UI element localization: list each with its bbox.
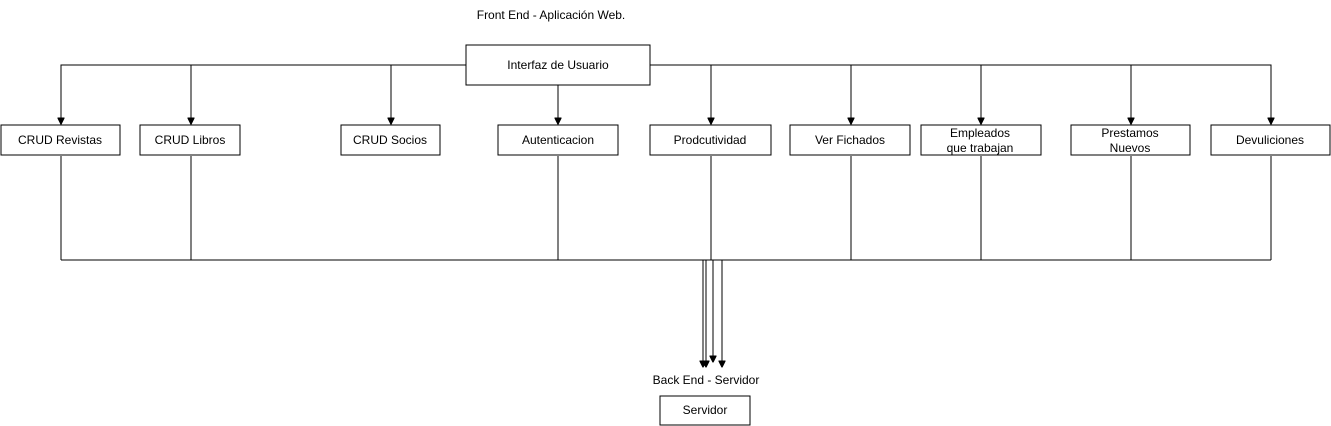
frontend-caption: Front End - Aplicación Web. <box>477 8 626 22</box>
node-autenticacion-label: Autenticacion <box>522 133 594 147</box>
node-empleados[interactable]: Empleados que trabajan <box>920 124 1042 156</box>
node-prestamos-label-1: Prestamos <box>1101 126 1158 140</box>
node-ver-fichados-label: Ver Fichados <box>815 133 885 147</box>
node-devoluciones[interactable]: Devuliciones <box>1210 124 1331 156</box>
node-crud-socios-label: CRUD Socios <box>353 133 427 147</box>
edge-interfaz-devoluciones <box>650 64 1271 124</box>
node-empleados-label-2: que trabajan <box>947 141 1014 155</box>
node-crud-libros[interactable]: CRUD Libros <box>139 124 241 156</box>
node-crud-libros-label: CRUD Libros <box>155 133 226 147</box>
node-ver-fichados[interactable]: Ver Fichados <box>789 124 911 156</box>
node-prestamos-label-2: Nuevos <box>1110 141 1151 155</box>
node-crud-revistas-label: CRUD Revistas <box>18 133 102 147</box>
node-prestamos[interactable]: Prestamos Nuevos <box>1070 124 1191 156</box>
node-crud-revistas[interactable]: CRUD Revistas <box>0 124 121 156</box>
node-productividad[interactable]: Prodcutividad <box>649 124 772 156</box>
edge-interfaz-crud-revistas <box>61 64 466 124</box>
node-crud-socios[interactable]: CRUD Socios <box>340 124 441 156</box>
node-interfaz-label: Interfaz de Usuario <box>507 58 609 72</box>
node-productividad-label: Prodcutividad <box>674 133 747 147</box>
backend-edges <box>60 156 1272 367</box>
node-servidor-label: Servidor <box>683 403 728 417</box>
node-interfaz[interactable]: Interfaz de Usuario <box>465 44 651 86</box>
backend-caption: Back End - Servidor <box>653 373 760 387</box>
node-empleados-label-1: Empleados <box>950 126 1010 140</box>
frontend-edges <box>61 64 1271 124</box>
node-autenticacion[interactable]: Autenticacion <box>497 124 619 156</box>
node-devoluciones-label: Devuliciones <box>1236 133 1304 147</box>
node-servidor[interactable]: Servidor <box>659 395 751 426</box>
